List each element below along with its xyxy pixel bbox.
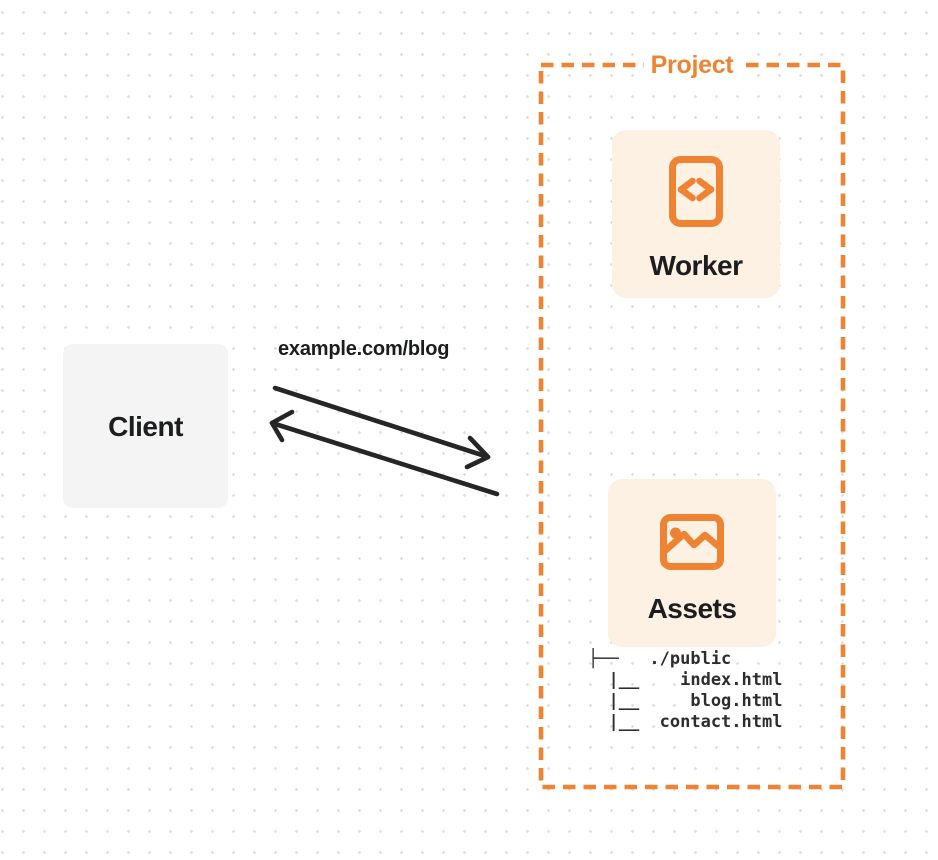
response-arrow-line bbox=[269, 420, 500, 497]
image-icon bbox=[660, 513, 724, 570]
worker-node: Worker bbox=[612, 130, 780, 298]
tree-line: |__ blog.html bbox=[588, 691, 783, 711]
client-label: Client bbox=[108, 410, 183, 442]
request-url-label: example.com/blog bbox=[278, 338, 450, 360]
request-arrowhead bbox=[464, 435, 491, 470]
tree-line: |__ index.html bbox=[588, 670, 783, 690]
project-label-text: Project bbox=[643, 50, 741, 80]
tree-line: ├── ./public bbox=[588, 649, 732, 669]
assets-label: Assets bbox=[647, 592, 737, 624]
response-arrowhead bbox=[269, 409, 295, 443]
assets-node: Assets bbox=[608, 479, 776, 647]
tree-line: |__ contact.html bbox=[588, 712, 783, 732]
assets-file-tree: ├── ./public |__ index.html |__ blog.htm… bbox=[588, 649, 782, 733]
client-node: Client bbox=[63, 344, 228, 508]
code-file-icon bbox=[669, 156, 723, 227]
request-arrow-line bbox=[272, 385, 491, 460]
worker-label: Worker bbox=[649, 250, 743, 281]
project-boundary-label: Project bbox=[541, 50, 843, 80]
